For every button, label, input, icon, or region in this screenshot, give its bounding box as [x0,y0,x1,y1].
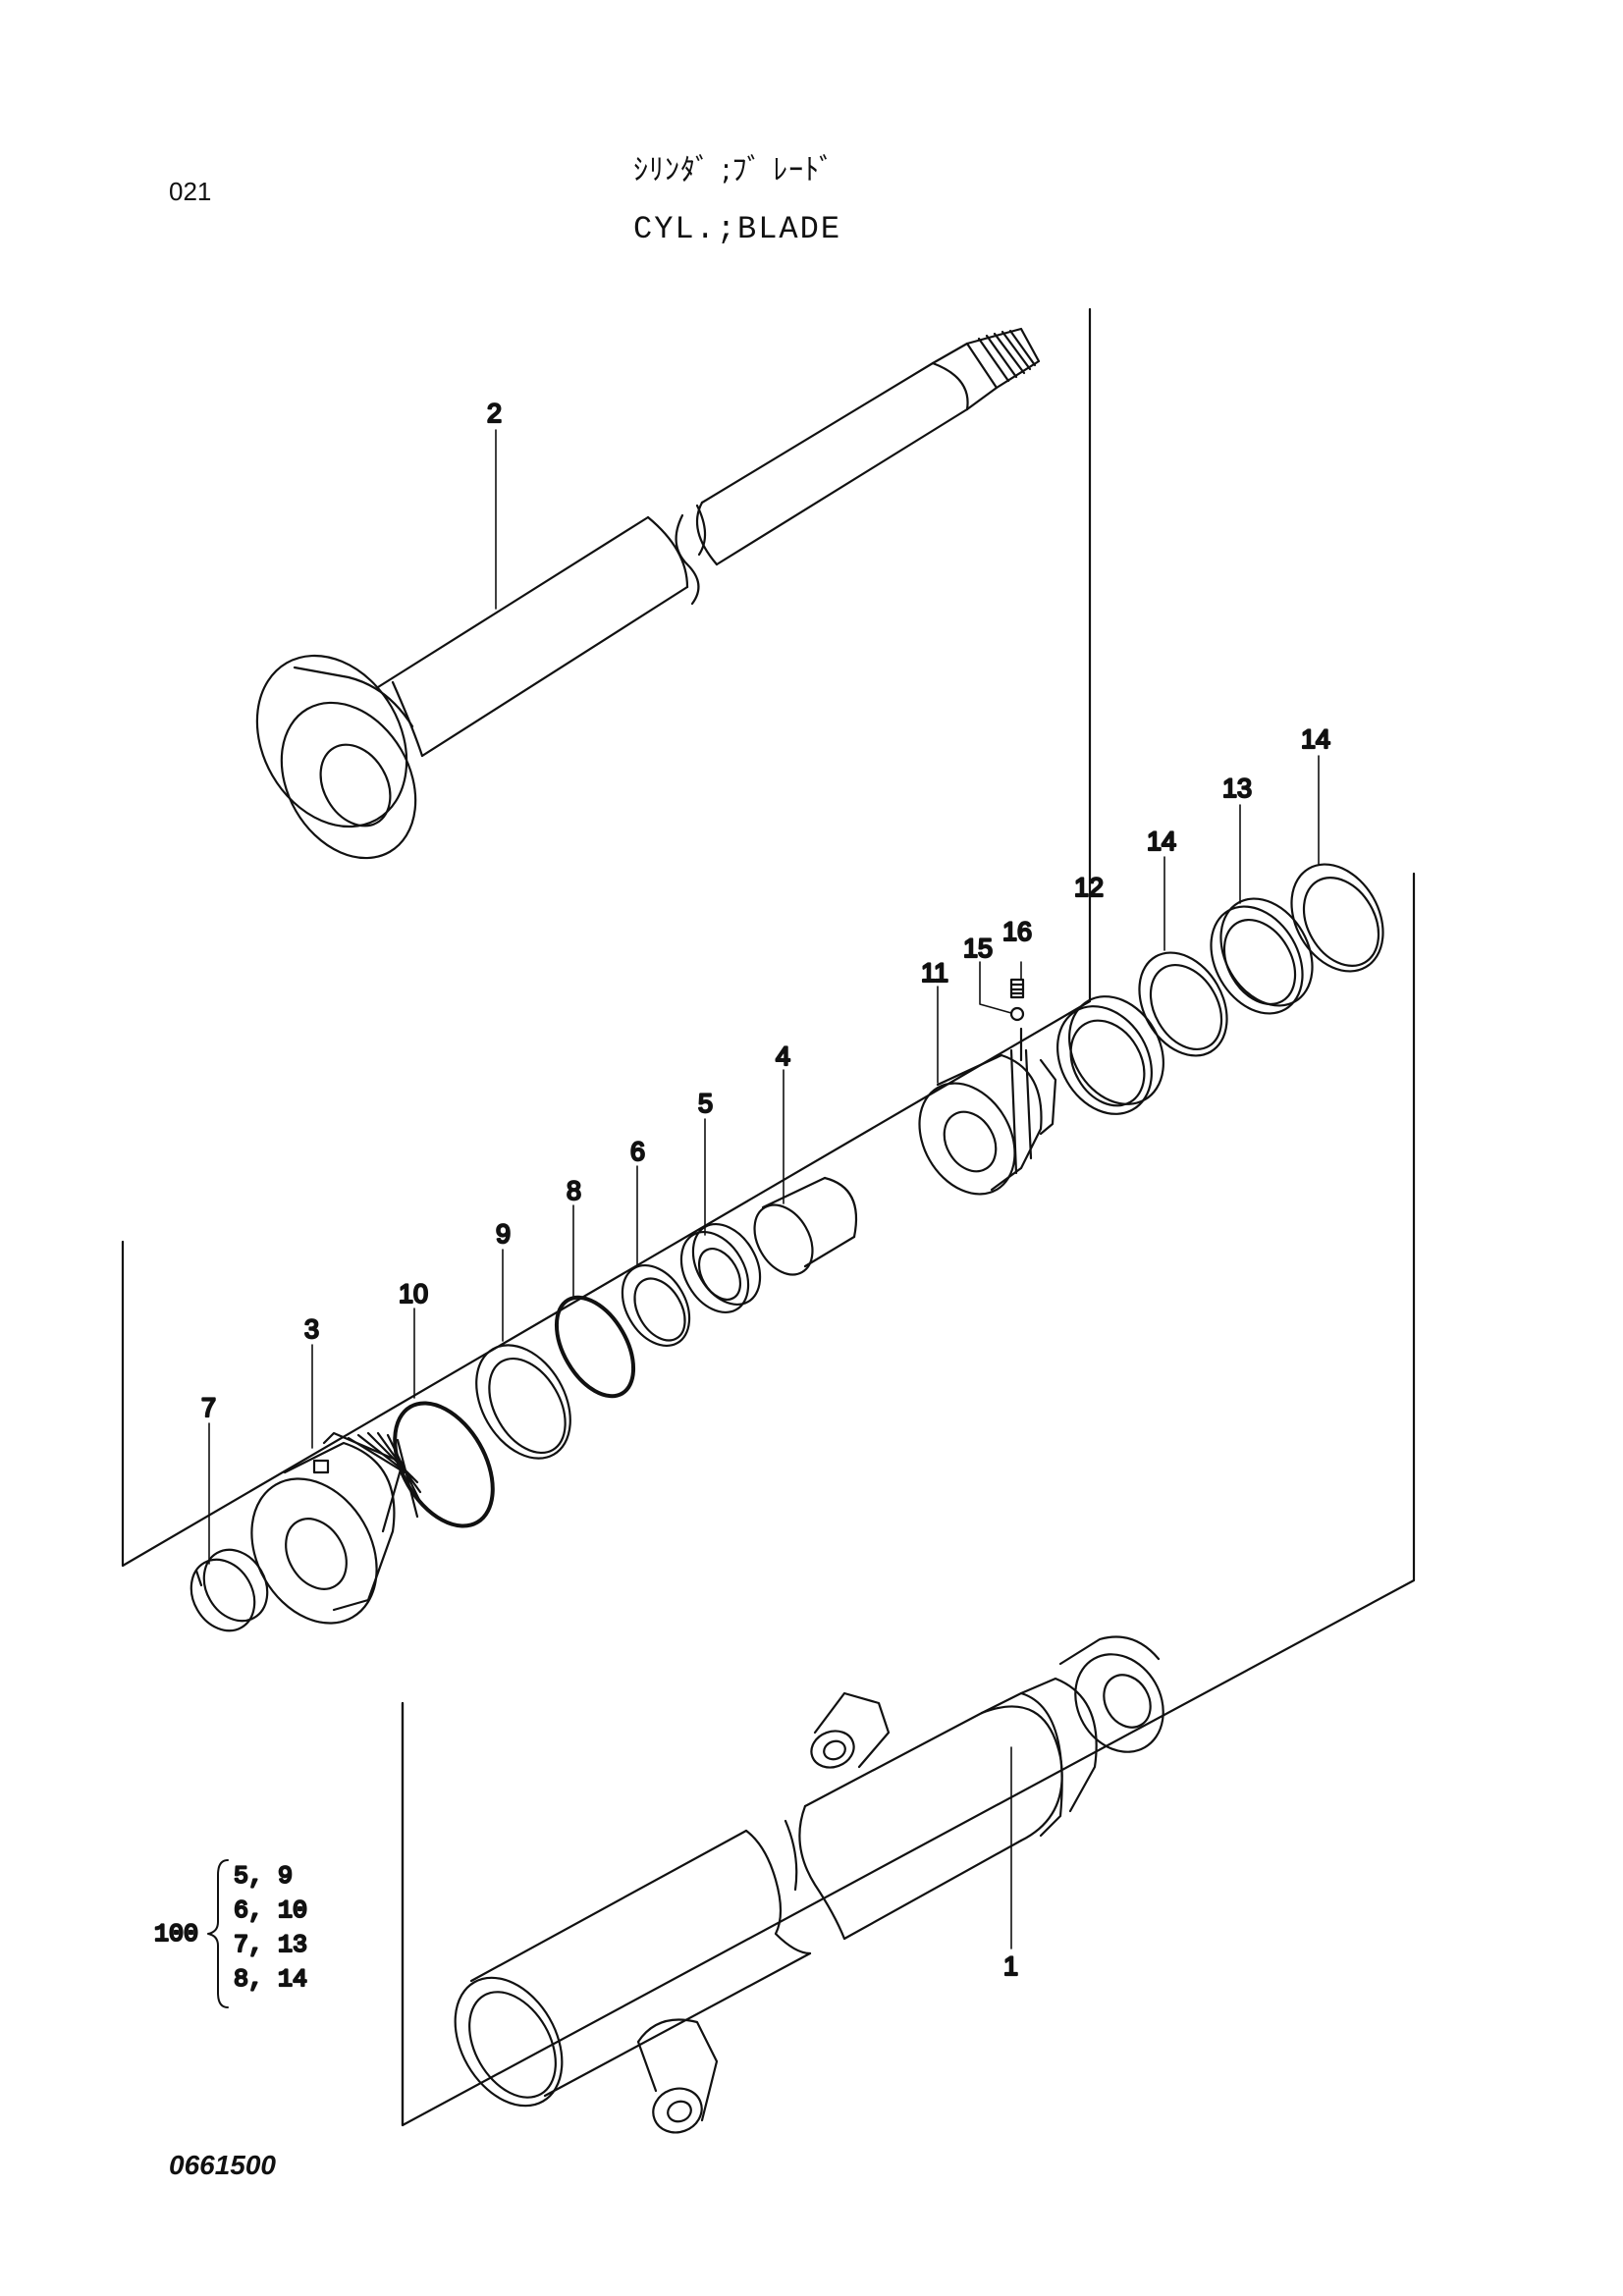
rod-panel-outline [121,307,1092,1568]
callout-3: 3 [304,1314,319,1344]
part-8-o-ring [554,1295,636,1399]
callout-14-right: 14 [1301,724,1330,754]
part-3-cylinder-head [250,1431,422,1625]
seal-kit-brace [207,1859,229,2008]
piston-rod [255,327,1041,860]
part-9-backup-ring [475,1344,571,1460]
seal-kit-line-1: 5, 9 [234,1862,293,1891]
drawing-number: 0661500 [169,2150,277,2180]
leader-lines [208,429,1320,1949]
callout-8: 8 [567,1176,581,1205]
callout-9: 9 [496,1219,511,1249]
page-number: 021 [169,177,212,206]
parts-panel-outline [401,872,1416,2127]
callout-6: 6 [630,1137,645,1166]
seal-kit-line-2: 6, 10 [234,1896,307,1925]
part-13-piston-seal [1210,897,1314,1015]
seal-kit-line-3: 7, 13 [234,1931,307,1959]
seal-kit-legend: 100 5, 9 6, 10 7, 13 8, 14 [153,1859,308,2008]
part-11-piston [918,1027,1057,1196]
callout-5: 5 [698,1089,713,1118]
callout-2: 2 [487,399,502,428]
callout-4: 4 [776,1041,790,1071]
part-10-o-ring [393,1401,495,1528]
title-english: CYL.;BLADE [633,211,842,247]
callout-15: 15 [963,934,993,963]
callout-1: 1 [1003,1951,1018,1981]
callout-7: 7 [201,1393,216,1422]
callout-12: 12 [1074,873,1104,902]
seal-kit-number: 100 [154,1920,198,1949]
callout-10: 10 [399,1279,428,1308]
part-14-ring-right [1290,863,1384,973]
part-5-seal [679,1222,762,1314]
part-6-ring [621,1263,691,1348]
part-7-ring [189,1548,269,1632]
part-1-cylinder-tube [454,1635,1164,2134]
leader-15 [979,961,1012,1014]
seal-kit-line-4: 8, 14 [234,1965,307,1994]
title-japanese: ｼﾘﾝﾀﾞ ;ﾌﾞ ﾚｰﾄﾞ [633,153,836,187]
part-15-ball [1009,1006,1025,1022]
callout-16: 16 [1002,917,1032,946]
callout-13: 13 [1222,774,1252,803]
part-4-bushing [753,1176,858,1276]
callout-14-left: 14 [1147,827,1176,856]
callout-11: 11 [921,958,948,988]
part-16-set-screw [1009,978,1025,999]
part-12-wear-ring [1056,995,1164,1115]
part-14-ring-left [1138,951,1228,1057]
